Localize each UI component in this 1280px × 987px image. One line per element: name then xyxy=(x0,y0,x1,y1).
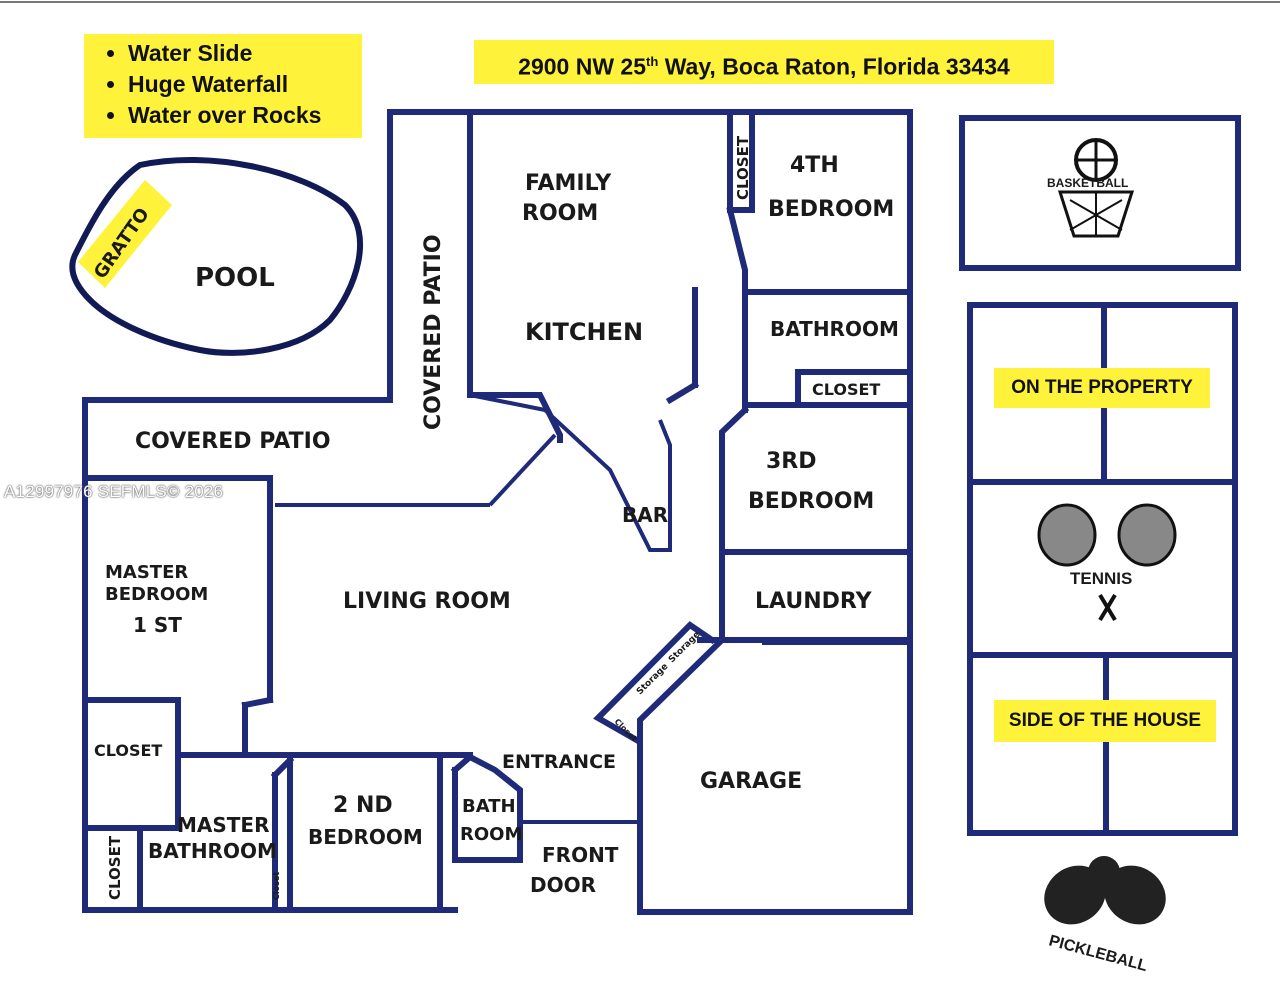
property-address: 2900 NW 25th Way, Boca Raton, Florida 33… xyxy=(474,40,1054,84)
pool-features-list: Water Slide Huge Waterfall Water over Ro… xyxy=(84,34,362,138)
bedroom4-label: 4TH xyxy=(790,153,839,178)
garage-label: GARAGE xyxy=(700,769,802,794)
bath-room-label-2: ROOM xyxy=(460,824,522,845)
address-rest: Way, Boca Raton, Florida 33434 xyxy=(658,53,1010,80)
on-the-property-label: ON THE PROPERTY xyxy=(994,368,1210,408)
basketball-court xyxy=(959,115,1241,271)
mls-watermark: A12997976 SEFMLS© 2026 xyxy=(4,482,224,501)
bedroom3-label-2: BEDROOM xyxy=(748,489,874,514)
master-bedroom-label: MASTER xyxy=(105,562,188,583)
front-door-label-2: DOOR xyxy=(530,873,596,897)
bath-room-label: BATH xyxy=(462,796,516,817)
tennis-label: TENNIS xyxy=(1070,569,1132,588)
entrance-label: ENTRANCE xyxy=(502,751,616,773)
closet-right-label: CLOSET xyxy=(812,380,880,399)
bedroom2-label-2: BEDROOM xyxy=(308,825,423,849)
bedroom4-label-2: BEDROOM xyxy=(768,197,894,222)
laundry-label: LAUNDRY xyxy=(755,589,873,614)
pool-outline xyxy=(69,157,363,356)
feature-item: Huge Waterfall xyxy=(128,69,362,100)
house-walls xyxy=(82,109,913,915)
address-prefix: 2900 NW 25 xyxy=(518,53,647,80)
basketball-icon xyxy=(1057,138,1135,238)
pickleball-icon xyxy=(1044,856,1166,925)
living-room-label: LIVING ROOM xyxy=(343,589,511,614)
bar-label: BAR xyxy=(622,503,668,527)
bedroom2-label: 2 ND xyxy=(333,793,393,818)
pickleball-label: PICKLEBALL xyxy=(1047,932,1149,975)
side-of-the-house-label: SIDE OF THE HOUSE xyxy=(994,700,1216,742)
address-suffix: th xyxy=(646,54,659,69)
closet-top-label: CLOSET xyxy=(734,135,752,200)
pool-label: POOL xyxy=(195,263,275,293)
master-bedroom-label-2: BEDROOM xyxy=(105,584,208,605)
front-door-label: FRONT xyxy=(542,843,619,867)
covered-patio-vertical-label: COVERED PATIO xyxy=(421,234,446,430)
closet-master-label: CLOSET xyxy=(94,741,162,760)
covered-patio-label: COVERED PATIO xyxy=(135,429,331,454)
family-room-label: FAMILY xyxy=(525,171,612,196)
tennis-icon xyxy=(1037,503,1177,622)
feature-item: Water over Rocks xyxy=(128,100,362,131)
bedroom3-label: 3RD xyxy=(766,449,817,474)
kitchen-label: KITCHEN xyxy=(525,318,643,346)
bathroom-right-label: BATHROOM xyxy=(770,317,899,341)
master-bedroom-label-3: 1 ST xyxy=(133,613,182,637)
closet-left-label: CLOSET xyxy=(106,835,124,900)
family-room-label-2: ROOM xyxy=(522,201,598,226)
grotto-highlight xyxy=(78,180,172,288)
closet-small-label: Closet xyxy=(272,872,281,900)
master-bathroom-label-2: BATHROOM xyxy=(148,839,277,863)
master-bathroom-label: MASTER xyxy=(177,813,270,837)
basketball-label: BASKETBALL xyxy=(1047,176,1128,190)
feature-item: Water Slide xyxy=(128,38,362,69)
storage-label-2: Storage xyxy=(667,630,702,665)
